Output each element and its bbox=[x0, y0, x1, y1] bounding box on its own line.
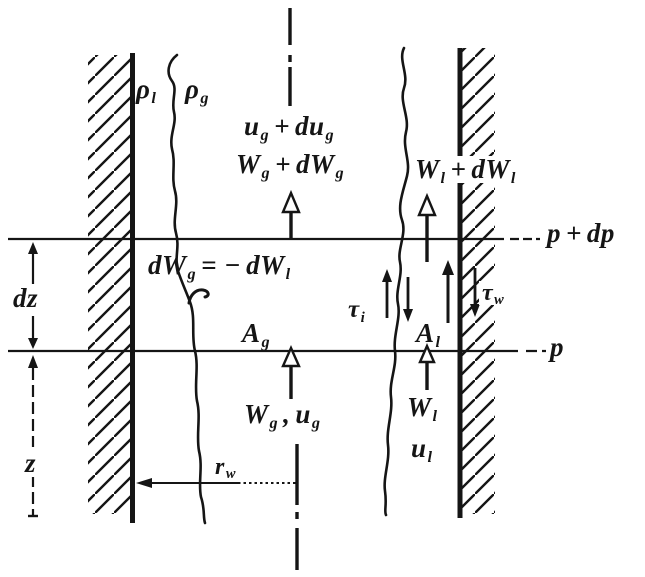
text-sub: g bbox=[325, 125, 335, 144]
text-sub: l bbox=[510, 168, 516, 187]
text-part: A bbox=[242, 318, 261, 348]
plus-operator: + bbox=[450, 154, 467, 184]
label-gas-area: Ag bbox=[242, 318, 270, 350]
label-wall-radius: rw bbox=[212, 454, 239, 483]
text-part: A bbox=[416, 318, 435, 348]
text-part: W bbox=[244, 399, 269, 429]
text-sub: i bbox=[360, 309, 366, 326]
radius-dimension-arrow bbox=[136, 478, 297, 488]
text-part: r bbox=[215, 454, 225, 480]
text-part: du bbox=[295, 111, 325, 141]
gas-inflow-arrow bbox=[281, 345, 301, 399]
comma-separator: , bbox=[283, 399, 291, 429]
text-part: τ bbox=[482, 280, 494, 306]
text-part: dW bbox=[471, 154, 510, 184]
label-interfacial-shear: τi bbox=[348, 296, 365, 325]
text-part: dz bbox=[13, 283, 39, 313]
text-part: W bbox=[236, 149, 261, 179]
label-z-coordinate: z bbox=[22, 448, 40, 478]
text-sub: w bbox=[494, 292, 505, 309]
text-sub: g bbox=[260, 125, 270, 144]
plus-operator: + bbox=[274, 111, 291, 141]
equals-operator: = − bbox=[201, 250, 242, 280]
text-part: W bbox=[415, 154, 440, 184]
text-part: u bbox=[411, 433, 427, 463]
text-part: ρ bbox=[185, 74, 200, 104]
text-sub: l bbox=[435, 332, 441, 351]
label-density-gas: ρg bbox=[185, 74, 209, 106]
wall-shear-arrow bbox=[470, 268, 480, 317]
text-sub: l bbox=[432, 406, 438, 425]
label-wall-shear: τw bbox=[479, 280, 508, 309]
z-dimension-arrow bbox=[28, 355, 38, 518]
label-gas-flow-in: Wg,ug bbox=[244, 399, 320, 431]
label-gas-velocity-out: ug+dug bbox=[244, 111, 334, 143]
liquid-outflow-arrow bbox=[417, 192, 437, 262]
interface-wavy-line-left bbox=[167, 53, 207, 525]
text-sub: l bbox=[427, 447, 433, 466]
film-upflow-arrow bbox=[442, 260, 454, 323]
text-sub: g bbox=[335, 163, 345, 182]
label-gas-flow-out: Wg+dWg bbox=[236, 149, 344, 181]
label-liquid-velocity-in: ul bbox=[411, 433, 433, 465]
text-sub: g bbox=[261, 163, 271, 182]
dz-dimension-arrow bbox=[28, 242, 38, 349]
label-density-liquid: ρl bbox=[136, 74, 156, 106]
label-dz-increment: dz bbox=[13, 285, 38, 312]
text-part: dp bbox=[586, 218, 615, 248]
label-mass-transfer-balance: dWg= −dWl bbox=[148, 250, 291, 282]
text-part: W bbox=[407, 392, 432, 422]
plus-operator: + bbox=[566, 218, 582, 248]
text-part: dW bbox=[246, 250, 285, 280]
interfacial-shear-down-arrow bbox=[403, 277, 413, 322]
label-pressure-top: p+dp bbox=[547, 220, 615, 247]
label-liquid-area: Al bbox=[416, 318, 441, 350]
label-liquid-flow-out: Wl+dWl bbox=[412, 154, 519, 186]
text-sub: l bbox=[285, 264, 291, 283]
text-sub: g bbox=[269, 413, 279, 432]
label-pressure-bottom: p bbox=[550, 334, 564, 361]
text-sub: g bbox=[200, 88, 210, 107]
interface-wavy-line-right bbox=[383, 46, 410, 517]
text-part: u bbox=[244, 111, 260, 141]
liquid-inflow-arrow bbox=[418, 343, 436, 390]
text-part: u bbox=[295, 399, 311, 429]
interfacial-shear-up-arrow bbox=[382, 269, 392, 318]
text-part: dW bbox=[148, 250, 187, 280]
text-sub: l bbox=[440, 168, 446, 187]
plus-operator: + bbox=[275, 149, 291, 179]
text-sub: g bbox=[187, 264, 197, 283]
text-part: ρ bbox=[136, 74, 151, 104]
text-part: z bbox=[25, 448, 37, 478]
gas-outflow-arrow bbox=[281, 189, 301, 239]
text-part: p bbox=[547, 218, 561, 248]
text-sub: g bbox=[311, 413, 321, 432]
text-sub: l bbox=[151, 88, 157, 107]
mass-transfer-squiggle bbox=[187, 288, 210, 305]
text-part: τ bbox=[348, 296, 360, 323]
text-sub: w bbox=[225, 466, 236, 483]
text-part: p bbox=[550, 332, 564, 362]
text-part: dW bbox=[296, 149, 335, 179]
left-wall-hatching bbox=[88, 55, 131, 514]
label-liquid-flow-in: Wl bbox=[407, 392, 438, 424]
text-sub: g bbox=[261, 332, 271, 351]
